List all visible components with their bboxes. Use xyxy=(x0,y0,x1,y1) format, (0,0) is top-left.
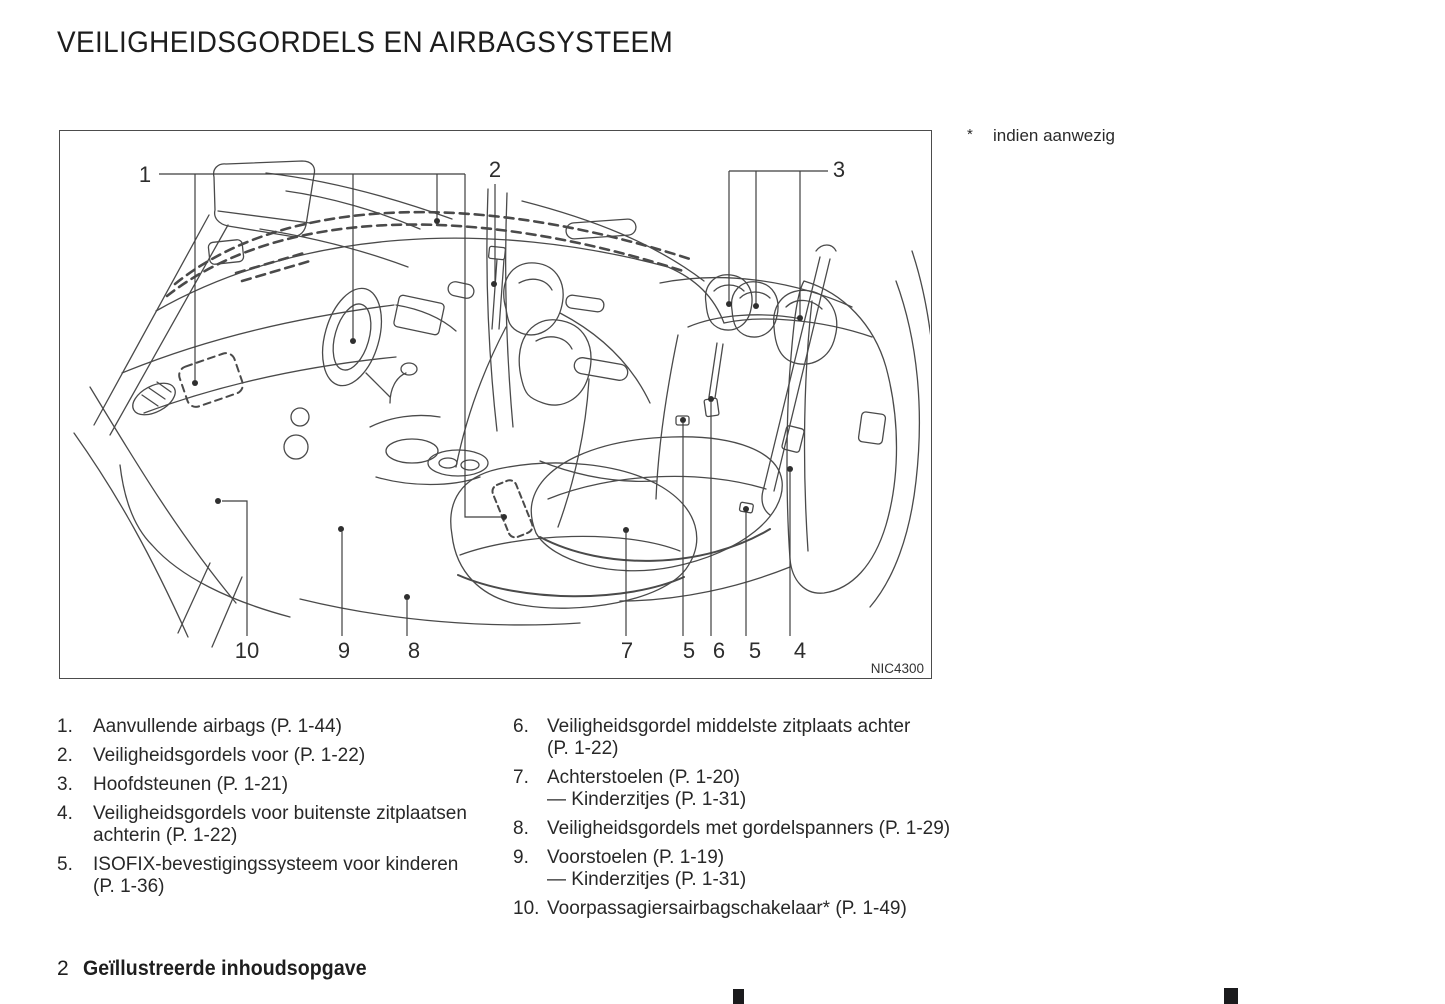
asterisk-symbol: * xyxy=(967,126,973,143)
front-seat-belt xyxy=(491,258,505,330)
outer-rear-belt xyxy=(763,256,831,492)
legend-item-text: Voorpassagiersairbagschakelaar* (P. 1-49… xyxy=(547,898,907,919)
legend-item-text: Voorstoelen (P. 1-19) xyxy=(547,847,725,868)
front-headrest xyxy=(503,262,564,336)
legend-item-number: 4. xyxy=(57,803,73,824)
legend-item-text: — Kinderzitjes (P. 1-31) xyxy=(547,869,747,890)
front-seat-cushion xyxy=(450,462,698,609)
page-title: VEILIGHEIDSGORDELS EN AIRBAGSYSTEEM xyxy=(57,26,674,59)
legend-item-number: 2. xyxy=(57,745,73,766)
figure-frame: 1 2 3 10 9 8 7 5 6 5 4 NIC4300 xyxy=(59,130,932,679)
rear-seat-cushion xyxy=(530,436,783,572)
legend-item-4: 4. Veiligheidsgordels voor buitenste zit… xyxy=(57,803,487,847)
callout-numbers: 1 2 3 10 9 8 7 5 6 5 4 xyxy=(139,157,845,663)
callout-8: 8 xyxy=(408,638,420,663)
legend-item-text: achterin (P. 1-22) xyxy=(93,825,238,846)
legend-item-number: 9. xyxy=(513,847,529,868)
callout-5b: 5 xyxy=(749,638,761,663)
legend-item-number: 8. xyxy=(513,818,529,839)
callout-6: 6 xyxy=(713,638,725,663)
legend-item-number: 7. xyxy=(513,767,529,788)
legend-item-3: 3. Hoofdsteunen (P. 1-21) xyxy=(57,774,487,796)
legend-item-6: 6. Veiligheidsgordel middelste zitplaats… xyxy=(513,716,953,760)
footer-section-title: Geïllustreerde inhoudsopgave xyxy=(82,957,367,980)
callout-4: 4 xyxy=(794,638,806,663)
page-footer: 2 Geïllustreerde inhoudsopgave xyxy=(57,956,388,981)
curtain-airbag-dashed-line xyxy=(165,210,692,298)
legend-item-text: Aanvullende airbags (P. 1-44) xyxy=(93,716,342,737)
steering-wheel xyxy=(321,287,383,387)
legend-item-text: (P. 1-22) xyxy=(547,738,619,759)
callout-9: 9 xyxy=(338,638,350,663)
legend-item-2: 2. Veiligheidsgordels voor (P. 1-22) xyxy=(57,745,487,767)
legend-item-text: Veiligheidsgordels voor (P. 1-22) xyxy=(93,745,366,766)
legend-item-number: 5. xyxy=(57,854,73,875)
legend-item-text: — Kinderzitjes (P. 1-31) xyxy=(547,789,747,810)
side-airbag-dashed-box xyxy=(491,479,534,539)
legend-item-number: 10. xyxy=(513,898,540,919)
car-interior-illustration: 1 2 3 10 9 8 7 5 6 5 4 xyxy=(73,157,930,663)
callout-7: 7 xyxy=(621,638,633,663)
callout-leader-lines xyxy=(159,170,828,636)
legend-item-text: Veiligheidsgordels voor buitenste zitpla… xyxy=(93,803,467,824)
legend-left-column: 1. Aanvullende airbags (P. 1-44) 2. Veil… xyxy=(57,716,487,905)
callout-2: 2 xyxy=(489,157,501,182)
passenger-airbag-dashed-box xyxy=(178,352,244,408)
legend-item-text: (P. 1-36) xyxy=(93,876,165,897)
figure-code: NIC4300 xyxy=(870,661,924,676)
callout-10: 10 xyxy=(235,638,259,663)
legend-item-number: 1. xyxy=(57,716,73,737)
binding-mark xyxy=(1224,988,1238,1004)
car-line-art xyxy=(73,160,930,648)
legend-item-1: 1. Aanvullende airbags (P. 1-44) xyxy=(57,716,487,738)
rear-seatback-side xyxy=(786,280,898,594)
legend-right-column: 6. Veiligheidsgordel middelste zitplaats… xyxy=(513,716,953,927)
legend-item-text: Veiligheidsgordels met gordelspanners (P… xyxy=(547,818,951,839)
footnote-text: indien aanwezig xyxy=(993,126,1115,145)
rear-headrest xyxy=(704,274,753,331)
callout-dots xyxy=(192,218,803,600)
legend-item-text: Hoofdsteunen (P. 1-21) xyxy=(93,774,289,795)
legend-item-5: 5. ISOFIX-bevestigingssysteem voor kinde… xyxy=(57,854,487,898)
legend-item-text: Achterstoelen (P. 1-20) xyxy=(547,767,740,788)
legend-item-text: Veiligheidsgordel middelste zitplaats ac… xyxy=(547,716,911,737)
callout-5a: 5 xyxy=(683,638,695,663)
callout-1: 1 xyxy=(139,162,151,187)
binding-mark xyxy=(733,989,744,1004)
legend-item-text: ISOFIX-bevestigingssysteem voor kinderen xyxy=(93,854,459,875)
callout-3: 3 xyxy=(833,157,845,182)
footer-page-number: 2 xyxy=(57,957,69,980)
legend-item-number: 6. xyxy=(513,716,529,737)
legend-item-10: 10. Voorpassagiersairbagschakelaar* (P. … xyxy=(513,898,953,920)
legend-item-7: 7. Achterstoelen (P. 1-20) — Kinderzitje… xyxy=(513,767,953,811)
legend-item-number: 3. xyxy=(57,774,73,795)
center-rear-belt xyxy=(708,342,724,399)
legend-item-9: 9. Voorstoelen (P. 1-19) — Kinderzitjes … xyxy=(513,847,953,891)
footnote-legend: * indien aanwezig xyxy=(967,126,1115,146)
legend-item-8: 8. Veiligheidsgordels met gordelspanners… xyxy=(513,818,953,840)
